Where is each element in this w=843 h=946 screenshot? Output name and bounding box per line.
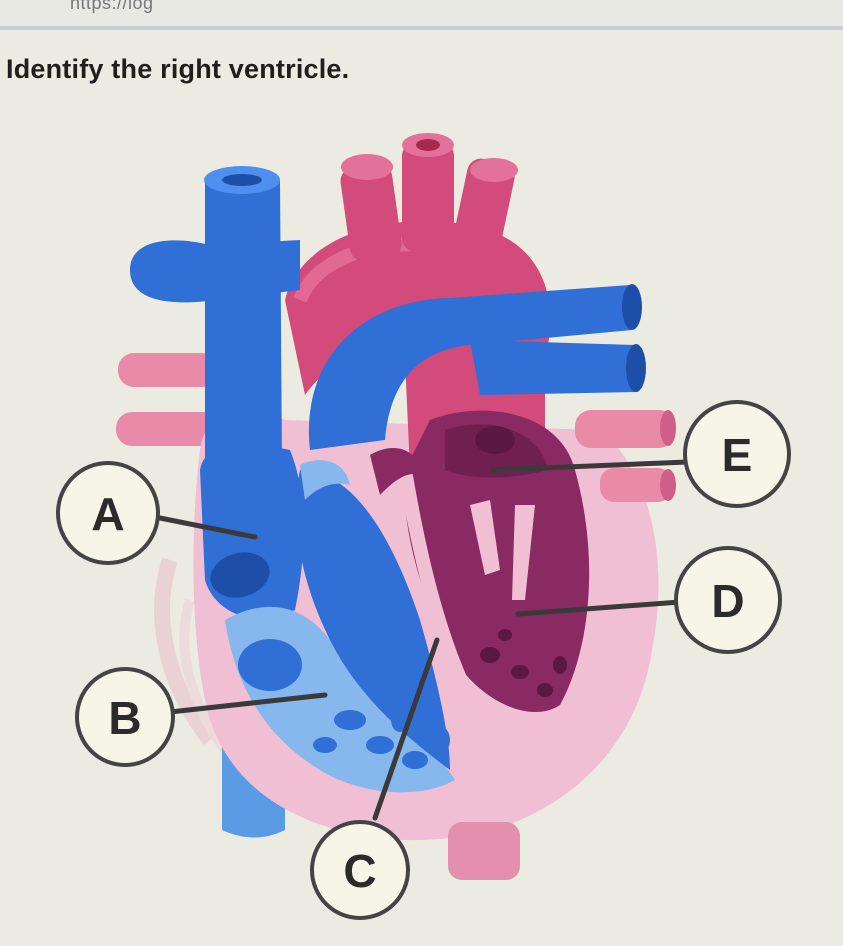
left-pulmonary-veins [116, 353, 220, 446]
label-leader-lines [157, 459, 691, 821]
left-chambers [398, 410, 590, 713]
browser-url-strip: https://log [0, 0, 843, 30]
descending-aorta [448, 822, 520, 880]
label-circle-a[interactable]: A [56, 461, 160, 565]
label-circle-c[interactable]: C [310, 820, 410, 920]
pericardium-strands [154, 557, 230, 753]
label-c-text: C [343, 845, 376, 897]
label-b-text: B [108, 692, 141, 744]
right-pulmonary-veins [575, 410, 676, 502]
url-text: https://log [70, 0, 154, 13]
question-prompt: Identify the right ventricle. [6, 54, 350, 84]
label-e-text: E [722, 429, 753, 481]
pulmonary-artery [308, 284, 646, 450]
superior-vena-cava [130, 166, 300, 470]
label-circle-b[interactable]: B [75, 667, 175, 767]
leader-line-d [515, 599, 683, 617]
leader-line-b [167, 692, 328, 715]
label-circle-d[interactable]: D [674, 546, 782, 654]
leader-line-e [489, 459, 691, 473]
label-circle-e[interactable]: E [683, 400, 791, 508]
leader-line-c [372, 637, 440, 821]
heart-valves [300, 447, 420, 500]
label-a-text: A [91, 488, 124, 540]
leader-line-a [157, 515, 258, 540]
label-d-text: D [711, 575, 744, 627]
